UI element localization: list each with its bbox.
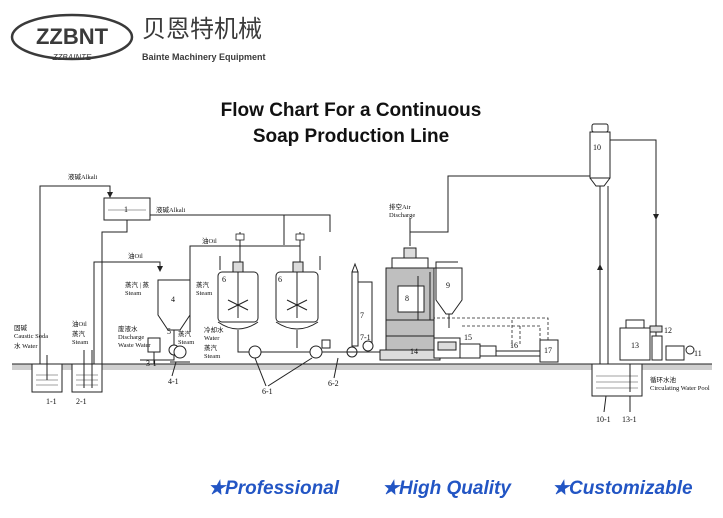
number-7: 7 [360,311,364,320]
extruder-line [433,317,559,363]
label-steam6-en: Steam [204,353,220,360]
label-alkali-top: 液碱Alkali [68,172,97,181]
label-steam6b-cn: 蒸汽 [196,280,210,289]
label-air-en: Discharge [389,212,415,219]
label-pool-cn: 循环水池 [650,375,677,384]
tank-1-1 [31,355,63,393]
label-steam4-cn: 蒸汽 | 蒸 [125,280,150,289]
label-steam6b-en: Steam [196,290,212,297]
number-7-1: 7-1 [360,333,371,342]
number-12: 12 [664,326,672,335]
brand-name-en: Bainte Machinery Equipment [142,52,266,62]
label-waste-en2: Waste Water [118,342,151,349]
brand-logo: ZZBNT ZZBAINTE 贝恩特机械 Bainte Machinery Eq… [10,13,266,62]
label-cooling-cn: 冷却水 [204,325,224,334]
labels: 液碱Alkali 液碱Alkali 油Oil 油Oil 排空Air Discha… [14,172,710,392]
number-9: 9 [446,281,450,290]
label-steam-en: Steam [178,339,194,346]
number-1: 1 [124,205,128,214]
label-pool-en: Circulating Water Pool [650,385,710,392]
number-16: 16 [510,341,518,350]
label-air-cn: 排空Air [389,202,412,211]
number-10: 10 [593,143,601,152]
tagline-customizable: ★Customizable [552,478,693,499]
label-tank1-cn: 固碱 [14,324,28,332]
taglines: ★Professional ★High Quality ★Customizabl… [208,478,693,499]
logo-subtext: ZZBAINTE [52,53,92,62]
label-waste-cn: 废液水 [118,324,138,333]
label-oil-b: 油Oil [202,236,217,245]
number-6a: 6 [222,275,226,284]
circulating-water-pool [591,363,643,397]
number-15: 15 [464,333,472,342]
number-2-1: 2-1 [76,397,87,406]
title-line-2: Soap Production Line [253,126,449,147]
tagline-professional: ★Professional [208,478,340,499]
number-8: 8 [405,294,409,303]
label-tank2-steam-cn: 蒸汽 [72,329,86,338]
number-11: 11 [694,349,702,358]
number-3-1: 3-1 [146,359,157,368]
label-waste-en: Discharge [118,334,144,341]
cyclone-9 [416,261,463,328]
label-steam4-en: Steam [125,290,141,297]
vacuum-dryer-8 [379,164,601,361]
label-alkali-mid: 液碱Alkali [156,205,185,214]
number-6-2: 6-2 [328,379,339,388]
alkali-line [39,185,331,364]
number-17: 17 [544,346,552,355]
number-1-1: 1-1 [46,397,57,406]
leader-lines [171,357,631,413]
number-13-1: 13-1 [622,415,637,424]
label-tank2-oil: 油Oil [72,319,87,328]
title-line-1: Flow Chart For a Continuous [221,100,482,121]
equipment-numbers: 1 4 5 6 6 7 7-1 8 9 10 11 12 13 14 15 16… [46,143,702,424]
logo-ellipse [10,13,134,61]
label-cooling-en: Water [204,335,220,342]
number-10-1: 10-1 [596,415,611,424]
oil-line-b [189,232,321,332]
number-6-1: 6-1 [262,387,273,396]
equipment-11-13 [619,319,695,361]
number-5: 5 [167,327,171,336]
reactor-6a [217,261,312,359]
number-4: 4 [171,295,175,304]
label-oil-a: 油Oil [128,251,143,260]
tank-2-1 [71,350,103,393]
logo-text: ZZBNT [36,24,109,49]
label-tank1-en: Caustic Soda [14,333,48,340]
tagline-high-quality: ★High Quality [382,478,512,499]
number-4-1: 4-1 [168,377,179,386]
tower-10 [589,123,659,364]
number-6b: 6 [278,275,282,284]
number-14: 14 [410,347,418,356]
label-steam-cn: 蒸汽 [178,329,192,338]
brand-name-cn: 贝恩特机械 [142,15,262,43]
oil-line-a [93,261,163,364]
number-13: 13 [631,341,639,350]
label-tank1-water: 水 Water [14,341,38,350]
label-tank2-steam-en: Steam [72,339,88,346]
label-steam6-cn: 蒸汽 [204,343,218,352]
reactor-6b [275,261,345,359]
